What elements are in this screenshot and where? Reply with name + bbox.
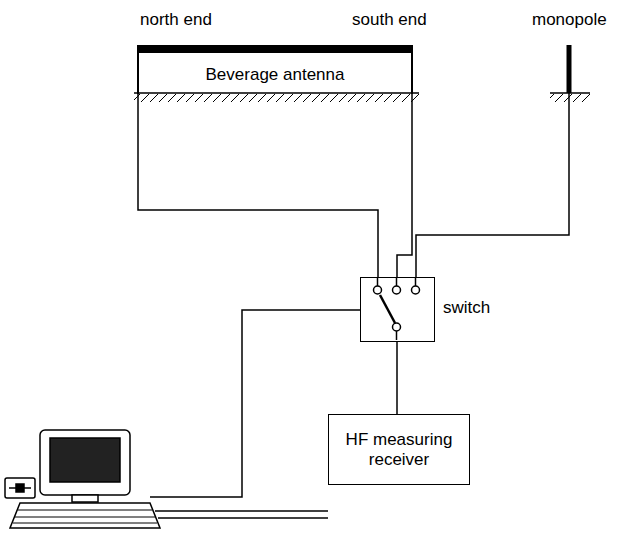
ground-hatching [134, 93, 590, 102]
node-text: HF measuring receiver [344, 430, 454, 469]
monopole-wire [416, 93, 569, 277]
switch-box: switch [360, 277, 435, 342]
node-text: Beverage antenna [206, 65, 345, 85]
monopole-mast [567, 45, 572, 93]
device-icon [5, 478, 35, 498]
data-wire [158, 517, 328, 519]
receiver-box: HF measuring receiver [328, 414, 470, 485]
switch-label: switch [443, 298, 490, 318]
switch-symbol [361, 278, 433, 340]
wire [138, 93, 378, 277]
end-label: south end [352, 10, 427, 30]
data-wire [155, 510, 328, 512]
end-label: north end [140, 10, 212, 30]
end-label: monopole [532, 10, 607, 30]
wire [396, 342, 398, 414]
wire [397, 93, 412, 277]
antenna-box: Beverage antenna [137, 45, 413, 94]
